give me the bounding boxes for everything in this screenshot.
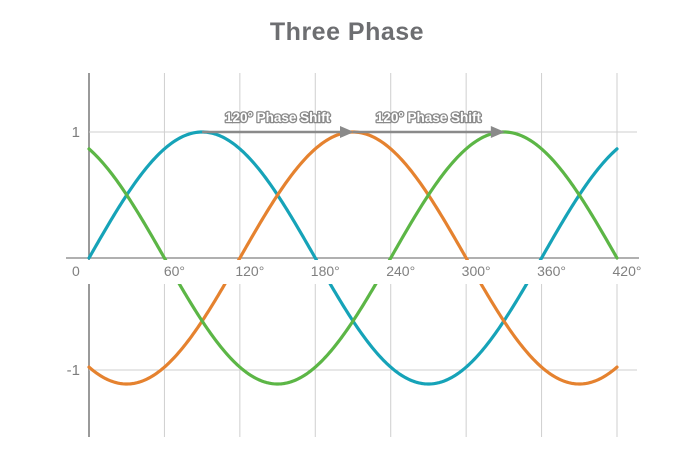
x-tick-label: 60° (164, 263, 185, 279)
x-tick-label: 360° (537, 263, 566, 279)
annotation-label: 120° Phase Shift (376, 110, 482, 125)
x-tick-label: 240° (386, 263, 415, 279)
chart-annotations: 120° Phase Shift 120° Phase Shift (202, 109, 505, 138)
x-tick-label: 180° (311, 263, 340, 279)
chart-title: Three Phase (269, 18, 425, 46)
y-tick-label: -1 (67, 362, 80, 379)
x-tick-label: 420° (613, 263, 642, 279)
chart-y-tick-labels: 1 -1 (67, 124, 80, 379)
x-tick-label-background (66, 260, 643, 284)
y-tick-label: 1 (72, 124, 80, 141)
chart-gridlines (88, 73, 618, 437)
annotation-label: 120° Phase Shift (225, 110, 331, 125)
x-tick-label: 120° (235, 263, 264, 279)
annotation-arrow-head (340, 126, 354, 138)
x-tick-label: 300° (462, 263, 491, 279)
annotation-arrow-head (490, 126, 505, 138)
chart-x-tick-labels: 0 60° 120° 180° 240° 300° 360° 420° (66, 260, 643, 284)
x-tick-label: 0 (72, 263, 80, 279)
